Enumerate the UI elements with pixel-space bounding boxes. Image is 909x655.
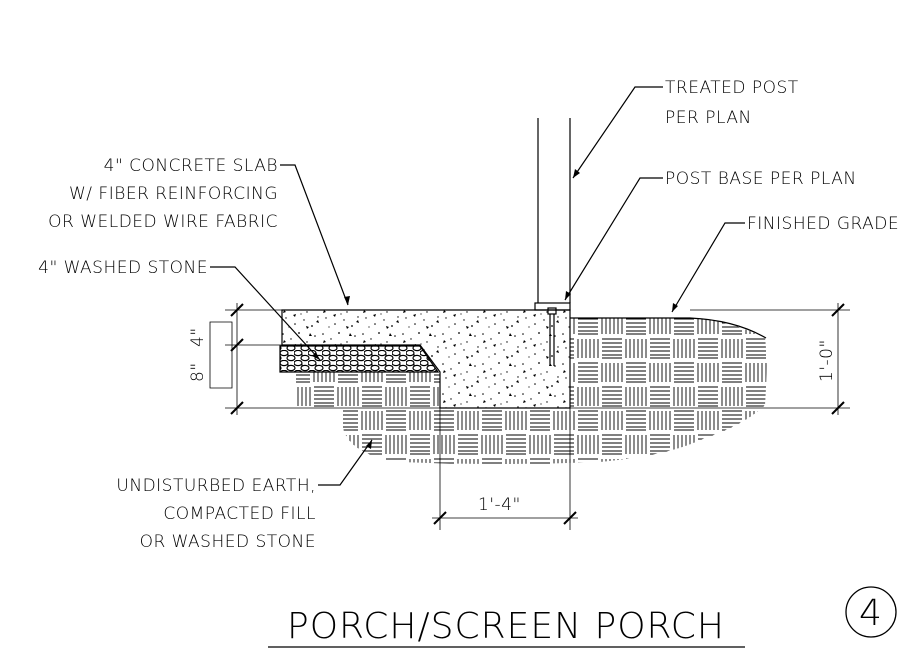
dim-left [209,303,440,415]
label-slab-line-3: OR WELDED WIRE FABRIC [48,212,278,232]
label-post-base: POST BASE PER PLAN [665,169,857,189]
label-earth-line-3: OR WASHED STONE [140,532,316,552]
label-slab-line-1: 4" CONCRETE SLAB [104,156,278,176]
finished-grade-line [570,317,767,339]
dim-right [570,303,850,415]
concrete-slab [281,309,571,409]
earth-hatch [296,318,767,464]
post-base-anchor [547,307,557,366]
washed-stone [279,345,440,373]
treated-post [534,118,571,311]
dim-footing-depth: 1'-0" [817,339,837,382]
label-stone: 4" WASHED STONE [38,258,208,278]
label-finished-grade: FINISHED GRADE [747,214,899,234]
label-slab-line-2: W/ FIBER REINFORCING [69,184,278,204]
detail-number: 4 [859,593,883,634]
dim-footing-width: 1'-4" [478,495,521,515]
detail-title: PORCH/SCREEN PORCH [287,606,725,647]
label-earth-line-2: COMPACTED FILL [163,504,316,524]
dim-bottom [432,408,578,530]
dim-total-depth: 8" [188,362,208,382]
label-earth-line-1: UNDISTURBED EARTH, [116,476,316,496]
detail-number-bubble [845,586,897,638]
dim-slab-depth: 4" [188,327,208,347]
label-post-line-2: PER PLAN [665,108,752,128]
leader-lines [210,86,745,486]
label-post-line-1: TREATED POST [665,78,799,98]
